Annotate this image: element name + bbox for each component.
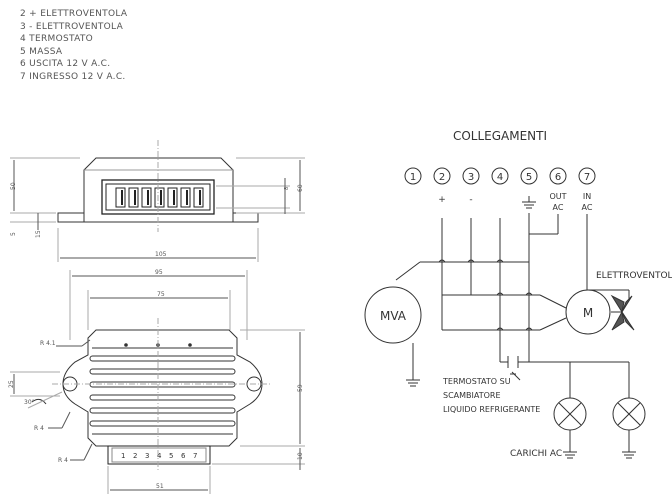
dim-r41: R 4.1 (40, 340, 56, 347)
legend-line: 3 - ELETTROVENTOLA (20, 21, 124, 32)
dim-15: 15 (35, 230, 42, 238)
ground-symbol-terminal-5 (522, 196, 536, 209)
mark-in-ac: AC (582, 203, 593, 212)
connector-pin-numbers: 1 2 3 4 5 6 7 (121, 452, 197, 460)
terminal-2: 2 (439, 172, 445, 183)
pin-number: 1 (121, 452, 125, 460)
terminal-1: 1 (410, 172, 416, 183)
mva-label: MVA (380, 309, 407, 323)
terminal-3: 3 (468, 172, 474, 183)
dim-r4-hole: R 4 (34, 425, 44, 432)
mark-minus: - (469, 195, 472, 205)
legend-line: 5 MASSA (20, 46, 63, 57)
connector-pins (115, 187, 204, 208)
dim-r4-corner: R 4 (58, 457, 68, 464)
loads-label: CARICHI AC (510, 449, 562, 459)
pin-number: 6 (181, 452, 186, 460)
dim-8: 8 (284, 187, 290, 190)
lamp-icon (612, 397, 646, 431)
thermostat-line-2: SCAMBIATORE (443, 391, 501, 400)
dim-60: 60 (297, 184, 304, 192)
dim-5: 5 (10, 232, 17, 236)
fan-label: ELETTROVENTOLA (596, 271, 672, 281)
motor-label: M (583, 306, 593, 320)
mark-out: OUT (549, 192, 566, 201)
terminal-7: 7 (584, 172, 590, 183)
pin-number: 5 (169, 452, 173, 460)
dim-10: 10 (297, 452, 304, 460)
width-dims (57, 228, 259, 340)
pin-number: 7 (193, 452, 197, 460)
dim-angle-30: 30° (24, 399, 35, 406)
terminal-numbers: 1 2 3 4 5 6 7 (410, 172, 590, 183)
schematic-wiring (395, 213, 636, 459)
mark-in: IN (583, 192, 591, 201)
thermostat-line-1: TERMOSTATO SU (442, 377, 511, 386)
fan-icon (610, 294, 635, 331)
legend-line: 7 INGRESSO 12 V A.C. (20, 71, 126, 82)
legend-line: 6 USCITA 12 V A.C. (20, 59, 111, 70)
terminal-5: 5 (526, 172, 532, 183)
terminal-6: 6 (555, 172, 561, 183)
legend-line: 2 + ELETTROVENTOLA (20, 9, 128, 19)
dim-51: 51 (156, 483, 164, 490)
motor-symbol (565, 289, 611, 335)
mark-out-ac: AC (553, 203, 564, 212)
terminal-4: 4 (497, 172, 503, 183)
pin-number: 2 (133, 452, 137, 460)
pin-legend: 2 + ELETTROVENTOLA 3 - ELETTROVENTOLA 4 … (20, 8, 127, 84)
dim-105: 105 (155, 251, 167, 258)
pin-number: 3 (145, 452, 149, 460)
pin-number: 4 (157, 452, 162, 460)
dim-95: 95 (155, 269, 163, 276)
dim-59: 59 (297, 384, 304, 392)
dim-50: 50 (10, 182, 17, 190)
mva-symbol (364, 286, 422, 344)
legend-line: 4 TERMOSTATO (20, 34, 94, 45)
terminal-circles (404, 167, 596, 185)
top-view (10, 318, 305, 494)
schematic-title: COLLEGAMENTI (453, 129, 547, 143)
dim-75: 75 (157, 291, 165, 298)
thermostat-line-3: LIQUIDO REFRIGERANTE (443, 405, 540, 414)
side-view (10, 140, 305, 232)
mark-plus: + (438, 195, 446, 205)
lamp-icon (553, 397, 587, 431)
dim-25: 25 (8, 380, 15, 388)
